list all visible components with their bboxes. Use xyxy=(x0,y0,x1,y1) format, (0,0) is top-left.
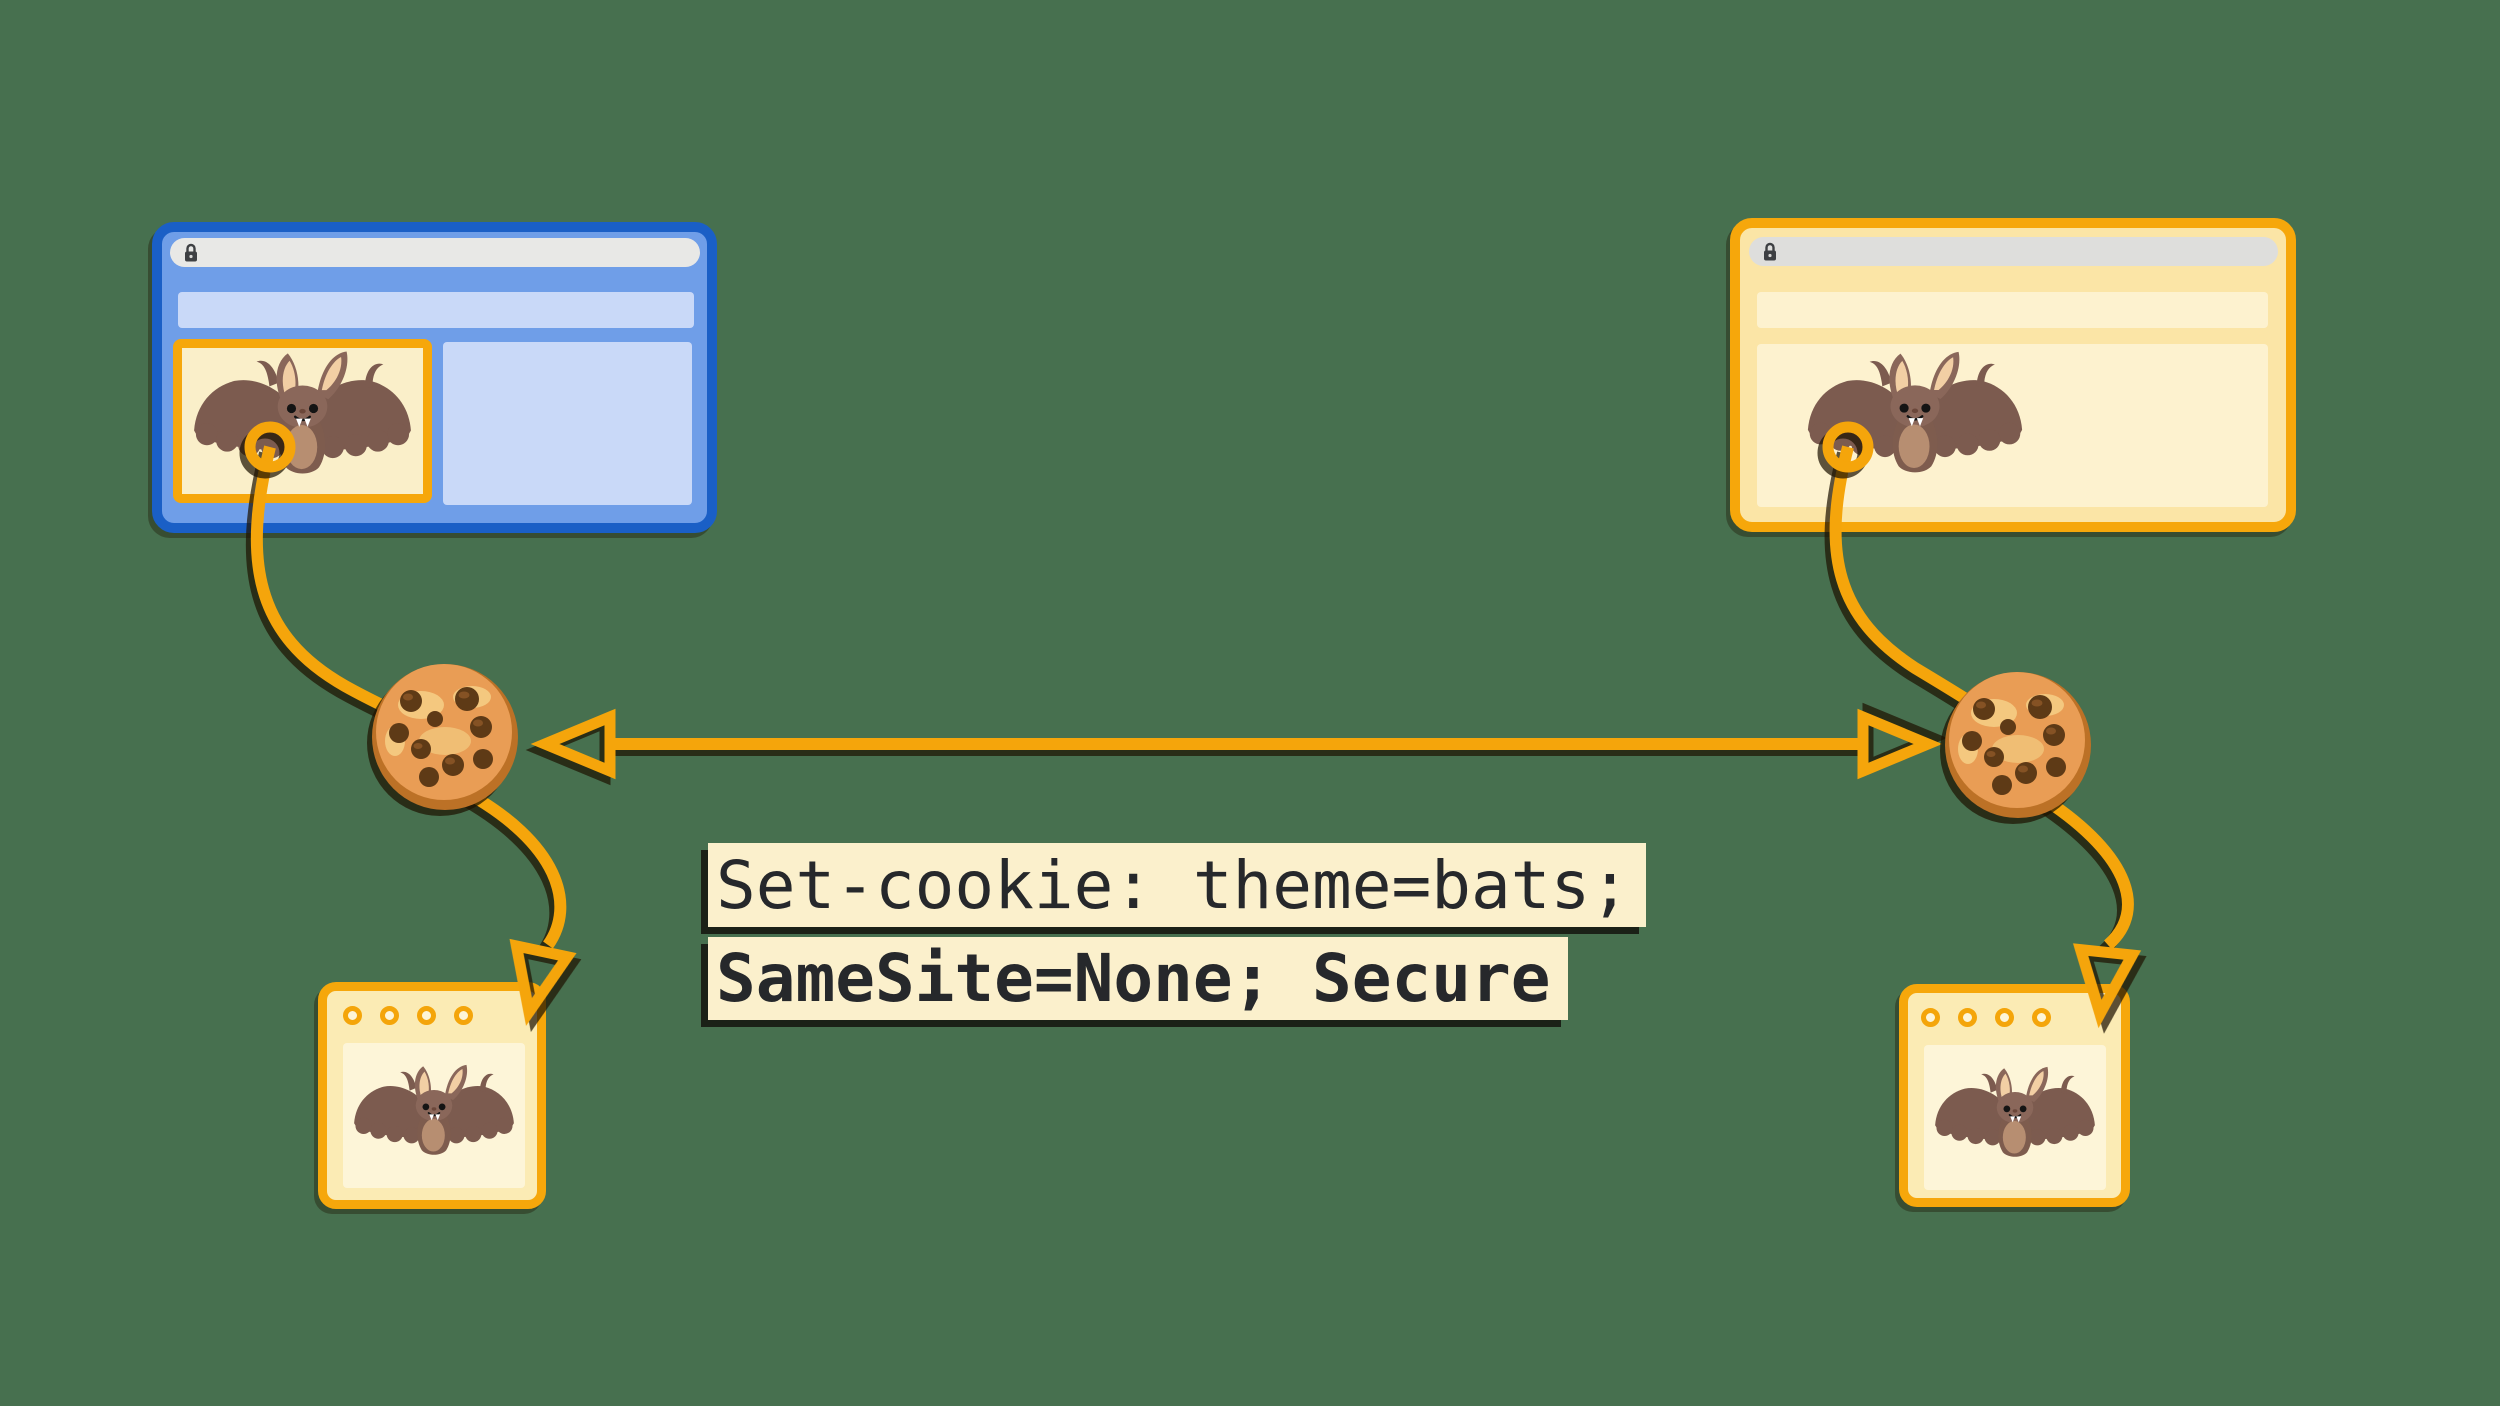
widget-window-right xyxy=(1899,984,2130,1207)
window-dot-icon xyxy=(1995,1008,2014,1027)
window-dot-icon xyxy=(454,1006,473,1025)
address-bar xyxy=(170,238,700,267)
bat-image xyxy=(183,346,422,493)
padlock-icon xyxy=(183,242,199,264)
widget-content-pane xyxy=(1924,1045,2106,1190)
connector-right-cookie-to-widget xyxy=(2034,789,2134,950)
browser-window-blue xyxy=(152,222,717,533)
window-dot-icon xyxy=(1921,1008,1940,1027)
cookie-icon-left xyxy=(372,664,518,810)
window-dot-icon xyxy=(417,1006,436,1025)
set-cookie-header-line2: SameSite=None; Secure xyxy=(708,937,1568,1020)
set-cookie-header-line1: Set-cookie: theme=bats; xyxy=(708,843,1646,927)
cookie-icon-right xyxy=(1945,672,2091,818)
connector-left-cookie-to-widget xyxy=(459,784,567,949)
arrowhead-right-icon xyxy=(1857,708,1943,780)
window-dot-icon xyxy=(1958,1008,1977,1027)
bat-image xyxy=(1927,1048,2103,1186)
address-bar xyxy=(1749,237,2278,266)
bat-image xyxy=(346,1046,522,1184)
bat-image xyxy=(1797,346,2033,492)
padlock-icon xyxy=(1762,241,1778,263)
browser-window-yellow xyxy=(1730,218,2296,532)
window-dot-icon xyxy=(2032,1008,2051,1027)
content-placeholder-block xyxy=(443,342,692,505)
embedded-iframe xyxy=(173,339,432,503)
window-dot-icon xyxy=(380,1006,399,1025)
page-content-area xyxy=(1757,344,2268,507)
nav-placeholder-bar xyxy=(178,292,694,328)
arrowhead-left-icon xyxy=(530,708,616,780)
window-dot-icon xyxy=(343,1006,362,1025)
widget-window-left xyxy=(318,982,546,1209)
widget-content-pane xyxy=(343,1043,525,1188)
nav-placeholder-bar xyxy=(1757,292,2268,328)
